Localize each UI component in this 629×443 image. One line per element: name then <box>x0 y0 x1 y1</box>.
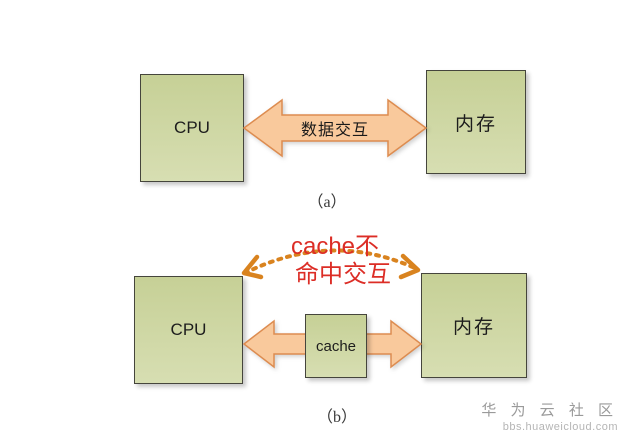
memory-label-a: 内存 <box>454 113 497 135</box>
double-arrow-shape-a <box>242 98 428 158</box>
cache-label: cache <box>315 337 357 355</box>
watermark: 华 为 云 社 区 bbs.huaweicloud.com <box>481 399 618 433</box>
cpu-label-b: CPU <box>170 320 207 339</box>
cpu-label-a: CPU <box>174 118 210 137</box>
watermark-url: bbs.huaweicloud.com <box>502 421 618 433</box>
data-exchange-label: 数据交互 <box>300 122 369 139</box>
watermark-title: 华 为 云 社 区 <box>481 402 618 419</box>
caption-b: （b） <box>316 409 357 426</box>
memory-box-b: 内存 <box>421 273 527 378</box>
double-arrow-a <box>242 98 428 158</box>
cache-miss-label-line1: cache不 <box>290 233 380 260</box>
caption-a: （a） <box>307 194 347 211</box>
cache-box: cache <box>305 314 367 378</box>
cache-miss-dashed-arc <box>241 248 421 280</box>
memory-label-b: 内存 <box>452 317 495 338</box>
cpu-box-b: CPU <box>134 276 243 384</box>
memory-box-a: 内存 <box>426 70 526 174</box>
cpu-box-a: CPU <box>140 74 244 182</box>
arc-arrowhead-right <box>398 253 421 280</box>
dashed-arc-path <box>243 248 419 275</box>
cache-miss-label-line2: 命中交互 <box>295 261 391 288</box>
arc-arrowhead-left <box>241 254 264 280</box>
